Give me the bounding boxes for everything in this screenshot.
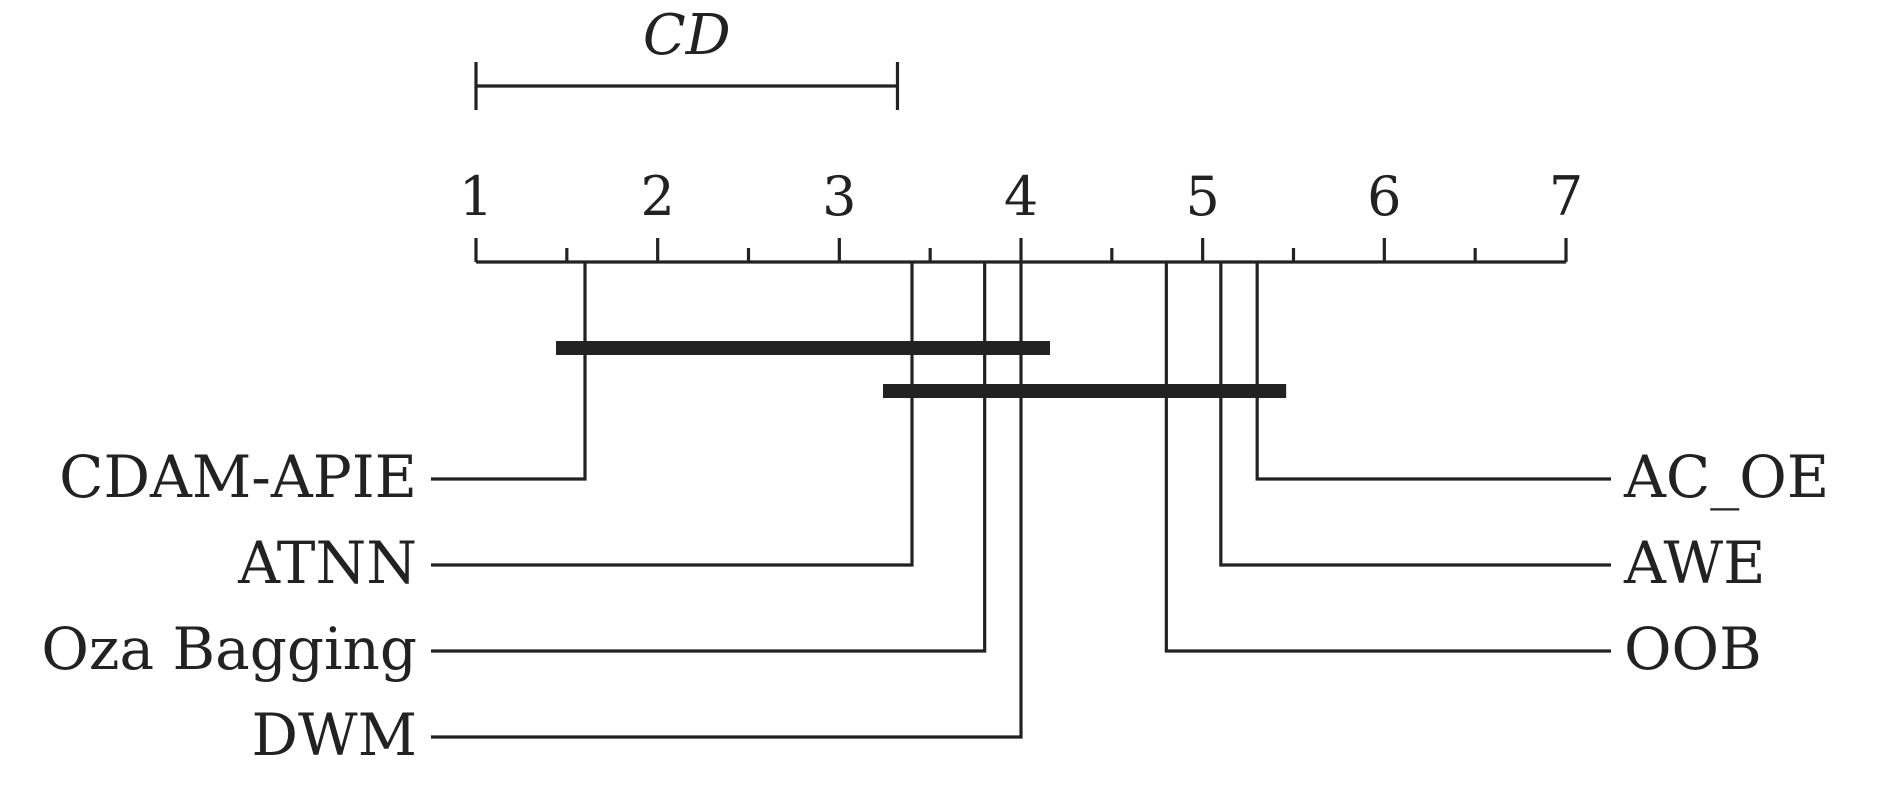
method-line bbox=[1219, 262, 1611, 567]
axis-tick-label: 3 bbox=[822, 165, 856, 228]
axis-ticks: 1 2 3 4 5 6 7 bbox=[459, 165, 1583, 262]
method-line bbox=[431, 262, 1023, 739]
method-label: AWE bbox=[1623, 529, 1766, 597]
method-label: CDAM-APIE bbox=[59, 443, 417, 511]
clique-bars bbox=[556, 341, 1287, 398]
cd-label: CD bbox=[643, 3, 731, 68]
method-label: OOB bbox=[1624, 615, 1762, 683]
axis-tick-label: 2 bbox=[640, 165, 674, 228]
method-label: Oza Bagging bbox=[41, 615, 417, 683]
method-label: ATNN bbox=[237, 529, 417, 597]
axis-tick-label: 5 bbox=[1185, 165, 1219, 228]
method-line bbox=[1255, 262, 1611, 481]
method-line bbox=[1164, 262, 1611, 653]
method-label: DWM bbox=[251, 701, 417, 769]
axis-tick-label: 6 bbox=[1367, 165, 1401, 228]
method-line bbox=[431, 262, 987, 653]
axis-tick-label: 1 bbox=[459, 165, 493, 228]
cd-bar: CD bbox=[474, 3, 900, 110]
method-line bbox=[431, 262, 914, 567]
method-line bbox=[431, 262, 587, 481]
axis-tick-label: 7 bbox=[1549, 165, 1583, 228]
method-label: AC_OE bbox=[1623, 443, 1829, 511]
axis-tick-label: 4 bbox=[1004, 165, 1038, 228]
